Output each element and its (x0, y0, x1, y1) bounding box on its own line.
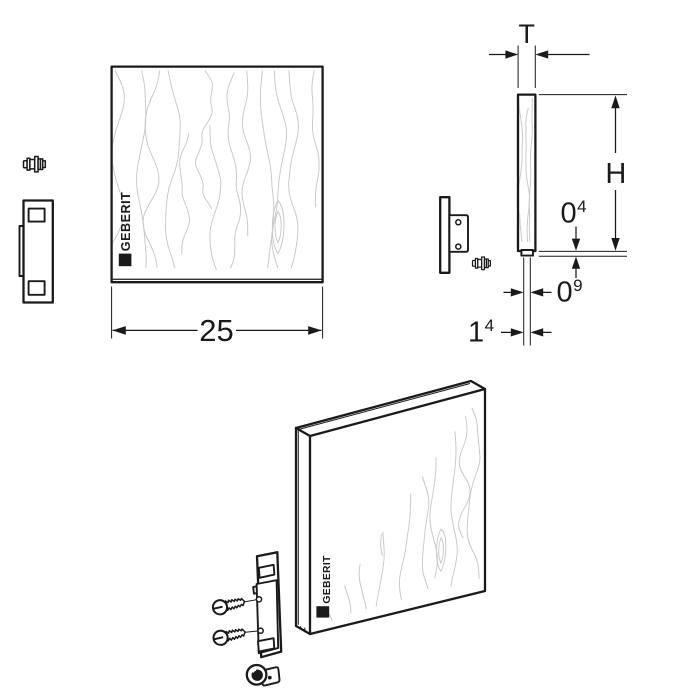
edge-value: 1 (468, 317, 484, 349)
screw-hole (455, 219, 462, 226)
step-value: 0 (561, 198, 577, 230)
bracket-window (257, 563, 276, 579)
wood-grain-line (450, 401, 458, 587)
edge-sup: 4 (485, 316, 494, 335)
arrowhead (112, 326, 126, 335)
width-dimension-label: 25 (199, 313, 233, 348)
wood-grain-line (194, 70, 213, 210)
strip-dimension: 09 (503, 257, 583, 346)
geberit-logo-front: GEBERIT (118, 192, 133, 267)
wood-grain-line (241, 70, 251, 237)
geberit-logo-text: GEBERIT (119, 192, 133, 251)
chamfer-lines (297, 383, 471, 625)
bracket-flange (448, 214, 469, 253)
wood-grain-line (528, 97, 533, 242)
wood-grain-line (311, 70, 320, 208)
strip-label: 09 (557, 276, 583, 309)
step-sup: 4 (577, 197, 586, 216)
arrowhead (530, 328, 544, 337)
wood-grain-line (288, 70, 299, 269)
extension-lines (538, 94, 627, 257)
mounting-bracket-profile-side (439, 196, 469, 274)
wood-grain-line (458, 402, 471, 539)
bracket-window (257, 637, 276, 653)
wood-grain-line (179, 133, 190, 255)
clip-fastener-icon (22, 155, 47, 173)
front-panel-face (110, 65, 324, 284)
screw-hole (257, 627, 264, 635)
edge-label: 14 (468, 316, 494, 349)
thickness-label: T (519, 19, 536, 49)
arrowhead (505, 50, 519, 59)
wood-grain-line (142, 70, 161, 269)
thickness-dimension: T (489, 19, 590, 88)
mounting-bracket-iso (252, 551, 283, 659)
wood-grain-line (113, 70, 125, 244)
extension-lines (523, 257, 531, 346)
stud-tab-hole (267, 675, 272, 680)
wood-grain-line (519, 97, 524, 242)
extension-lines (111, 286, 324, 339)
strip-value: 0 (557, 277, 573, 309)
side-bottom-strip (520, 249, 534, 257)
wood-grain-line (136, 70, 147, 269)
geberit-logo-square (316, 606, 330, 618)
arrowhead (530, 288, 544, 297)
bracket-plate (22, 199, 54, 304)
iso-front-edges (294, 387, 487, 636)
geberit-logo-square (118, 253, 132, 267)
wood-knot (438, 537, 444, 565)
push-stud-iso (245, 663, 281, 687)
stud-core (251, 669, 263, 681)
arrowhead (571, 238, 581, 251)
stud-highlight (251, 668, 257, 673)
screw-icon (211, 624, 248, 648)
bracket-window (27, 207, 46, 223)
arrowhead (510, 328, 524, 337)
iso-view: GEBERIT (210, 379, 487, 687)
screw-icon (210, 593, 248, 617)
step-label: 04 (561, 197, 587, 230)
extension-lines (517, 45, 536, 88)
front-wood-grain (113, 70, 320, 271)
wood-grain-line (165, 70, 181, 269)
arrowhead (510, 288, 524, 297)
screw-hole (255, 595, 263, 603)
strip-sup: 9 (573, 276, 582, 295)
wood-grain-line (271, 70, 288, 269)
width-dimension: 25 (111, 286, 324, 348)
leader-lines (244, 599, 259, 633)
wood-grain-line (226, 72, 242, 269)
arrowhead (535, 50, 549, 59)
height-label: H (605, 158, 626, 190)
side-wood-grain (519, 97, 533, 243)
arrowhead (308, 326, 322, 335)
wood-grain-line (209, 125, 222, 271)
wood-knot (274, 210, 282, 244)
wood-knot (436, 528, 447, 573)
arrowhead (571, 256, 581, 269)
front-view: GEBERIT 25 (110, 65, 324, 348)
side-view: T H 04 09 14 (439, 19, 627, 349)
wood-grain-line (466, 396, 481, 580)
side-panel (516, 93, 537, 257)
mounting-bracket-profile-left (18, 199, 54, 304)
bracket-window (27, 280, 46, 296)
arrowhead (611, 95, 620, 109)
edge-dimension: 14 (468, 316, 552, 349)
bracket-plate (439, 196, 451, 274)
screw-hole (455, 243, 462, 250)
bottom-notch (300, 626, 306, 631)
arrowhead (611, 238, 620, 251)
front-panel: GEBERIT (110, 65, 324, 284)
height-dimension: H (538, 94, 627, 257)
geberit-logo-iso: GEBERIT (316, 555, 333, 618)
step-dimension: 04 (561, 197, 587, 278)
wood-grain-line (525, 107, 531, 243)
iso-panel: GEBERIT (294, 379, 487, 636)
geberit-logo-text: GEBERIT (322, 555, 333, 604)
clip-fastener-icon (471, 256, 491, 271)
